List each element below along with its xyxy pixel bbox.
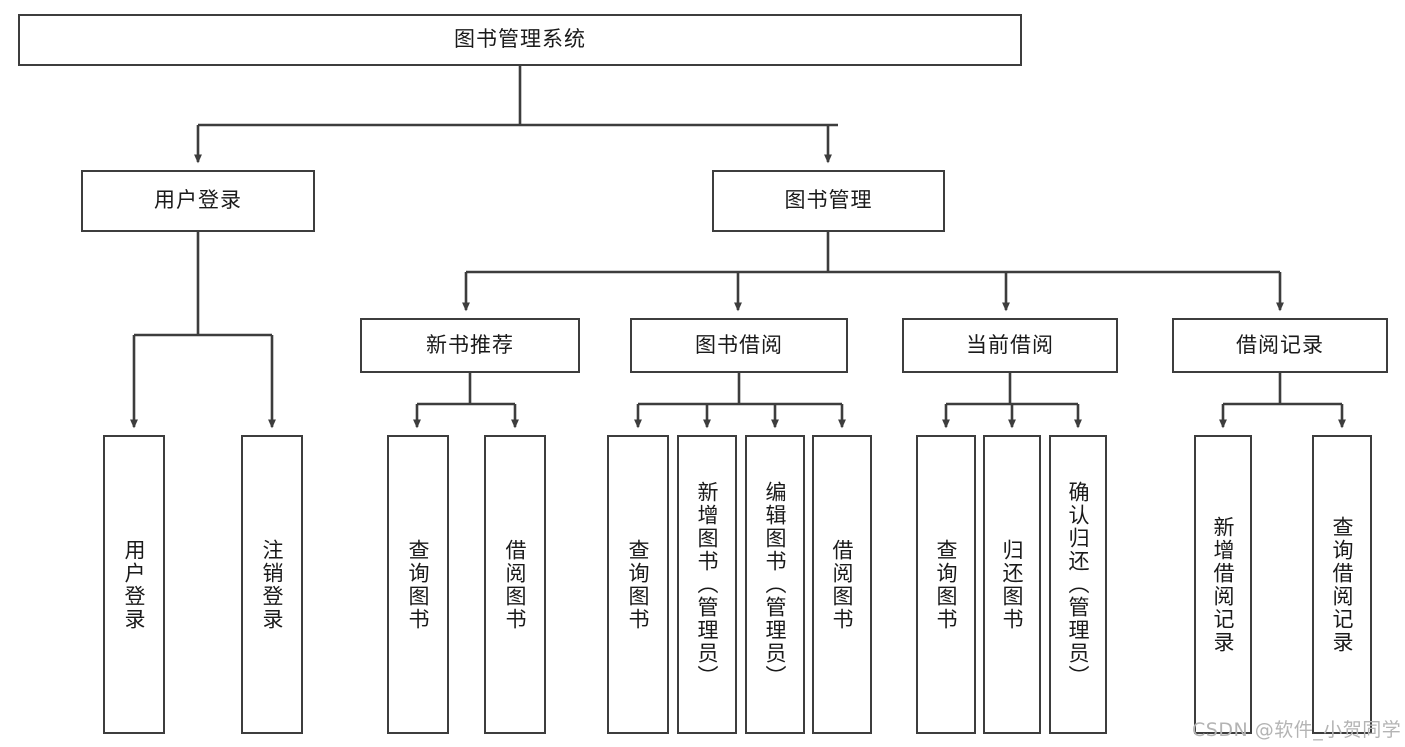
leaf-node-label: 借阅图书 (503, 538, 527, 631)
node-new-book-recommend[interactable]: 新书推荐 (360, 318, 580, 373)
node-user-login-label: 用户登录 (154, 188, 242, 213)
leaf-node[interactable]: 查询图书 (916, 435, 976, 734)
node-root[interactable]: 图书管理系统 (18, 14, 1022, 66)
leaf-node-label: 确认归还（管理员） (1066, 481, 1090, 688)
leaf-node[interactable]: 确认归还（管理员） (1049, 435, 1107, 734)
leaf-node[interactable]: 新增图书（管理员） (677, 435, 737, 734)
leaf-node[interactable]: 借阅图书 (484, 435, 546, 734)
leaf-node[interactable]: 查询图书 (387, 435, 449, 734)
leaf-node[interactable]: 注销登录 (241, 435, 303, 734)
leaf-node-label: 查询图书 (626, 538, 650, 631)
leaf-node-label: 归还图书 (1000, 538, 1024, 631)
leaf-node-label: 查询图书 (934, 538, 958, 631)
leaf-node-label: 注销登录 (260, 538, 284, 631)
leaf-node[interactable]: 新增借阅记录 (1194, 435, 1252, 734)
leaf-node[interactable]: 查询图书 (607, 435, 669, 734)
node-book-borrow[interactable]: 图书借阅 (630, 318, 848, 373)
leaf-node-label: 查询图书 (406, 538, 430, 631)
leaf-node-label: 用户登录 (122, 538, 146, 631)
node-current-borrow[interactable]: 当前借阅 (902, 318, 1118, 373)
node-root-label: 图书管理系统 (454, 27, 586, 52)
leaf-node[interactable]: 借阅图书 (812, 435, 872, 734)
node-book-management[interactable]: 图书管理 (712, 170, 945, 232)
node-user-login[interactable]: 用户登录 (81, 170, 315, 232)
leaf-node[interactable]: 编辑图书（管理员） (745, 435, 805, 734)
leaf-node-label: 编辑图书（管理员） (763, 481, 787, 688)
node-borrow-record[interactable]: 借阅记录 (1172, 318, 1388, 373)
csdn-watermark: CSDN @软件_小贺同学 (1192, 719, 1402, 741)
leaf-node-label: 新增图书（管理员） (695, 481, 719, 688)
node-book-management-label: 图书管理 (784, 188, 873, 213)
leaf-node[interactable]: 用户登录 (103, 435, 165, 734)
leaf-node[interactable]: 查询借阅记录 (1312, 435, 1372, 734)
node-book-borrow-label: 图书借阅 (695, 332, 783, 357)
leaf-node-label: 查询借阅记录 (1330, 515, 1354, 654)
node-borrow-record-label: 借阅记录 (1236, 332, 1324, 357)
leaf-node-label: 借阅图书 (830, 538, 854, 631)
leaf-node[interactable]: 归还图书 (983, 435, 1041, 734)
leaf-node-label: 新增借阅记录 (1211, 515, 1235, 654)
node-current-borrow-label: 当前借阅 (966, 332, 1054, 357)
node-new-book-recommend-label: 新书推荐 (426, 332, 514, 357)
